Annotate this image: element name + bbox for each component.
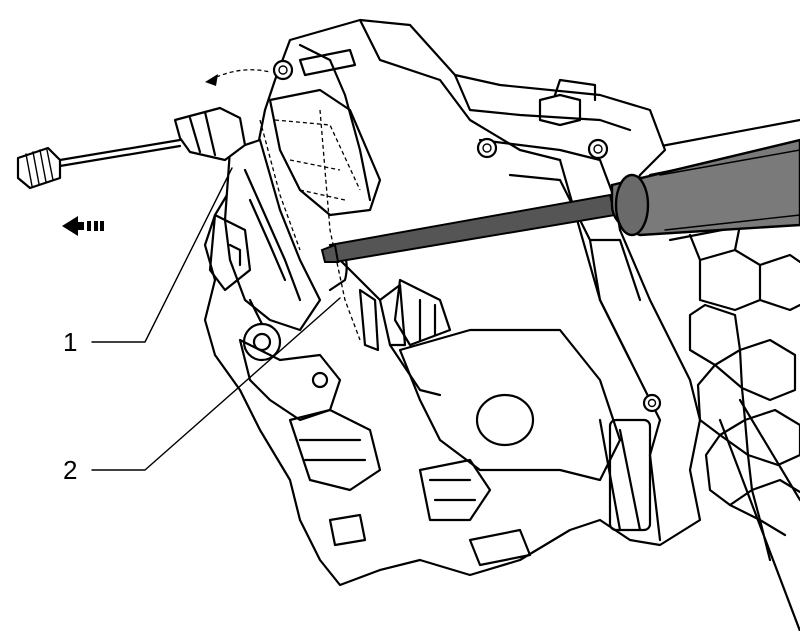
lock-housing	[203, 18, 702, 587]
callout-label-2: 2	[63, 455, 77, 485]
lock-mechanism	[259, 88, 452, 397]
release-cable	[16, 106, 247, 190]
lower-housing-details	[288, 328, 622, 567]
bracket-arm	[208, 138, 342, 422]
rotation-arrow-icon	[205, 69, 271, 86]
arrow-left-icon	[62, 216, 104, 236]
screws	[272, 59, 662, 413]
callout-label-1: 1	[63, 327, 77, 357]
callout-leaders	[91, 167, 341, 471]
screwdriver-icon	[320, 138, 800, 264]
